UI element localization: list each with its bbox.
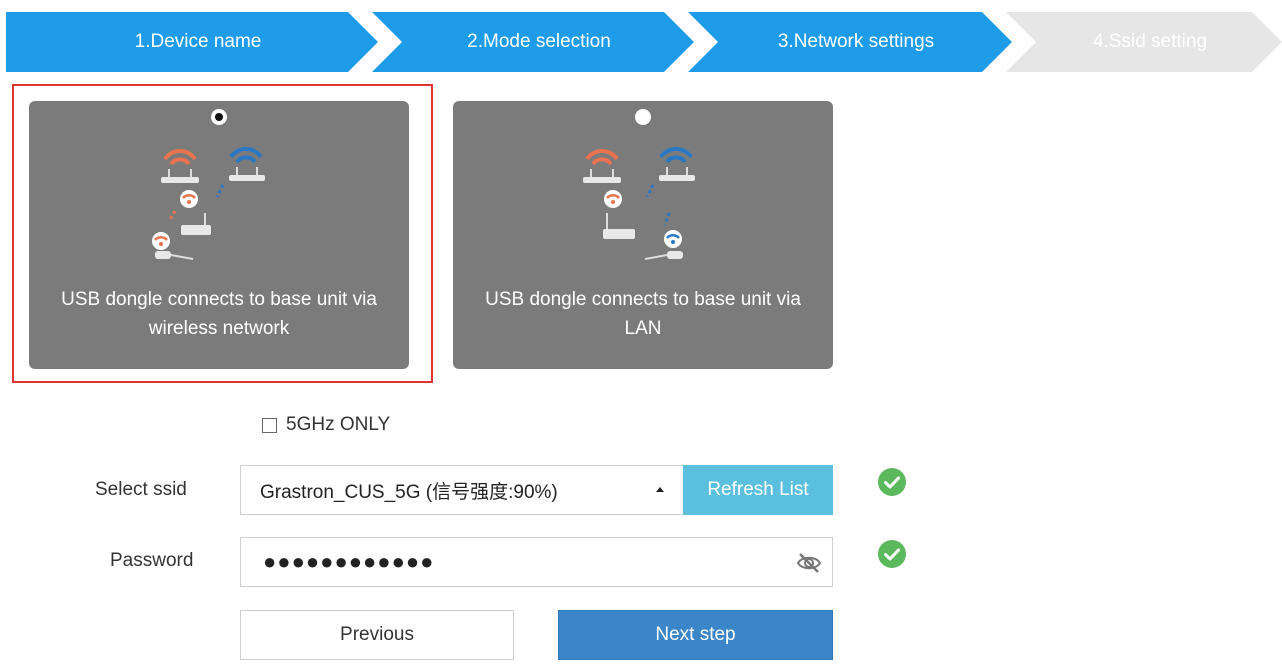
step-ssid-setting: 4.Ssid setting — [1006, 12, 1282, 72]
mode-radio-wireless[interactable] — [211, 109, 227, 125]
selection-highlight — [12, 84, 433, 383]
five-ghz-only-label: 5GHz ONLY — [286, 414, 391, 435]
step-mode-selection: 2.Mode selection — [372, 12, 694, 72]
wireless-network-illustration-icon — [152, 147, 265, 260]
wizard-stepper: 1.Device name 2.Mode selection 3.Network… — [6, 12, 1282, 72]
step-label: 3.Network settings — [777, 31, 935, 52]
next-step-button[interactable]: Next step — [558, 610, 833, 660]
ssid-valid-check-icon — [878, 468, 906, 496]
ssid-select[interactable]: Grastron_CUS_5G (信号强度:90%) — [240, 465, 684, 515]
step-device-name: 1.Device name — [6, 12, 378, 72]
mode-caption-line1: USB dongle connects to base unit via — [485, 289, 801, 310]
mode-caption: USB dongle connects to base unit via wir… — [39, 285, 399, 343]
previous-button[interactable]: Previous — [240, 610, 514, 660]
five-ghz-only-checkbox[interactable] — [262, 417, 277, 433]
mode-caption: USB dongle connects to base unit via LAN — [463, 285, 823, 343]
password-field[interactable]: ●●●●●●●●●●●● — [240, 537, 833, 587]
step-label: 1.Device name — [134, 31, 262, 52]
lan-network-illustration-icon — [583, 147, 695, 260]
caret-up-icon — [656, 487, 664, 492]
refresh-list-button[interactable]: Refresh List — [683, 465, 833, 515]
ssid-selected-value: Grastron_CUS_5G (信号强度:90%) — [260, 481, 558, 503]
mode-caption-line2: LAN — [624, 318, 662, 339]
select-ssid-label: Select ssid — [95, 479, 187, 500]
password-valid-check-icon — [878, 540, 906, 568]
mode-card-lan[interactable]: USB dongle connects to base unit via LAN — [453, 101, 833, 369]
mode-caption-line1: USB dongle connects to base unit via — [61, 289, 377, 310]
step-label: 2.Mode selection — [467, 31, 611, 52]
step-label: 4.Ssid setting — [1092, 31, 1208, 52]
mode-caption-line2: wireless network — [148, 318, 290, 339]
mode-card-wireless[interactable]: USB dongle connects to base unit via wir… — [29, 101, 409, 369]
password-value: ●●●●●●●●●●●● — [263, 549, 435, 574]
mode-radio-lan[interactable] — [635, 109, 651, 125]
step-network-settings: 3.Network settings — [688, 12, 1012, 72]
five-ghz-only-option[interactable]: 5GHz ONLY — [262, 414, 390, 436]
password-label: Password — [110, 550, 194, 571]
hide-password-eye-icon[interactable] — [796, 551, 822, 575]
